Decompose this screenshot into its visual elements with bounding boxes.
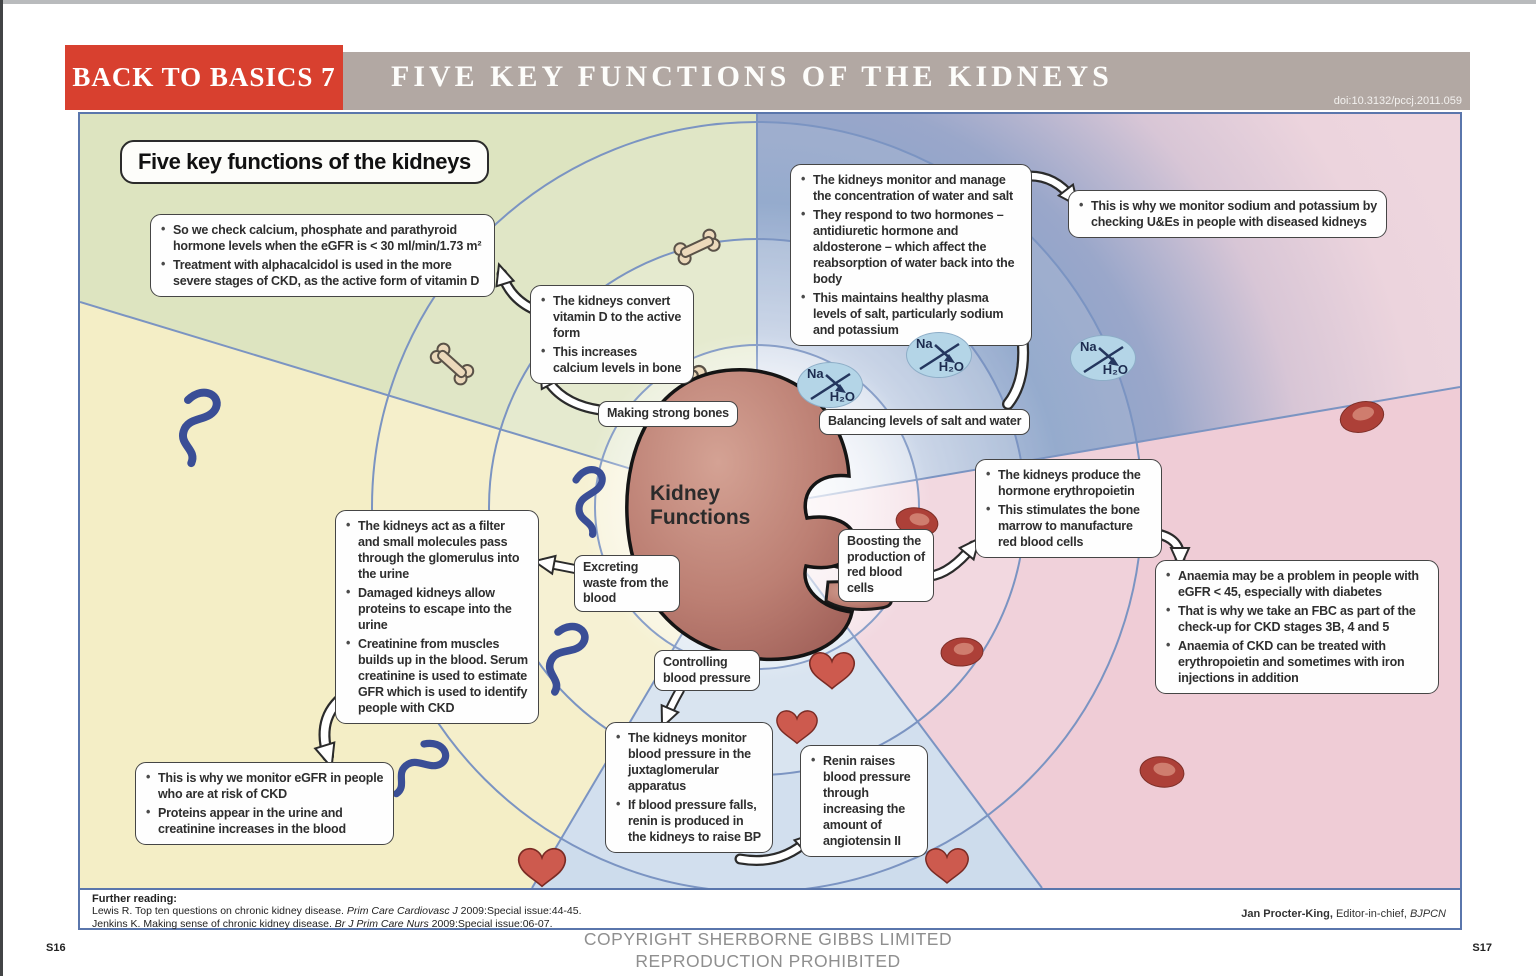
bullet: The kidneys monitor blood pressure in th… <box>613 729 763 794</box>
bullet: Treatment with alphacalcidol is used in … <box>158 256 485 289</box>
reference-text: Lewis R. Top ten questions on chronic ki… <box>92 905 347 917</box>
h2o-label: H₂O <box>1102 362 1128 377</box>
center-label-line2: Functions <box>650 506 751 530</box>
editor-journal: BJPCN <box>1409 908 1446 920</box>
sodium-water-icon: Na H₂O <box>906 332 972 378</box>
bullet: They respond to two hormones – antidiure… <box>798 206 1022 287</box>
journal-name: Prim Care Cardiovasc J <box>346 905 458 917</box>
bullet: So we check calcium, phosphate and parat… <box>158 221 485 254</box>
bullet: The kidneys act as a filter and small mo… <box>343 517 529 582</box>
label-making-strong-bones: Making strong bones <box>598 401 738 427</box>
crossed-arrows-icon <box>919 342 960 371</box>
na-label: Na <box>807 366 824 381</box>
ues-box: This is why we monitor sodium and potass… <box>1068 190 1387 238</box>
bullet: The kidneys produce the hormone erythrop… <box>983 466 1152 499</box>
center-label-line1: Kidney <box>650 482 721 505</box>
copyright-watermark: COPYRIGHT SHERBORNE GIBBS LIMITED REPROD… <box>0 929 1536 973</box>
sodium-water-icon: Na H₂O <box>1070 335 1136 381</box>
bullet: Proteins appear in the urine and creatin… <box>143 804 384 837</box>
reference-text: Jenkins K. Making sense of chronic kidne… <box>92 918 335 931</box>
reference-line: Lewis R. Top ten questions on chronic ki… <box>92 905 1460 918</box>
poster-title: Five key functions of the kidneys <box>120 140 489 184</box>
na-label: Na <box>916 336 933 351</box>
na-label: Na <box>1080 339 1097 354</box>
bullet: Creatinine from muscles builds up in the… <box>343 635 529 716</box>
bullet: Renin raises blood pressure through incr… <box>808 752 918 849</box>
title-bar: FIVE KEY FUNCTIONS OF THE KIDNEYS doi:10… <box>343 52 1470 110</box>
erythropoietin-box: The kidneys produce the hormone erythrop… <box>975 459 1162 558</box>
bullet: The kidneys monitor and manage the conce… <box>798 171 1022 204</box>
poster: Five key functions of the kidneys Kidney… <box>78 112 1462 930</box>
page-title: FIVE KEY FUNCTIONS OF THE KIDNEYS <box>391 60 1113 93</box>
h2o-label: H₂O <box>829 389 855 404</box>
bullet: Anaemia may be a problem in people with … <box>1163 567 1429 600</box>
anaemia-box: Anaemia may be a problem in people with … <box>1155 560 1439 694</box>
reference-tail: 2009:Special issue:06-07. <box>428 918 553 931</box>
further-reading-section: Further reading: Lewis R. Top ten questi… <box>80 888 1460 931</box>
bullet: The kidneys convert vitamin D to the act… <box>538 292 684 341</box>
editor-credit: Jan Procter-King, Editor-in-chief, BJPCN <box>1241 908 1446 920</box>
kidney-diagram: Five key functions of the kidneys Kidney… <box>80 114 1460 888</box>
bullet: Damaged kidneys allow proteins to escape… <box>343 584 529 633</box>
journal-name: Br J Prim Care Nurs <box>334 918 429 931</box>
crossed-arrows-icon <box>1083 345 1124 374</box>
label-boosting-red-blood-cells: Boosting the production of red blood cel… <box>838 529 934 602</box>
top-edge-line <box>0 0 1536 4</box>
bullet: This is why we monitor eGFR in people wh… <box>143 769 384 802</box>
page-number-right: S17 <box>1472 942 1492 954</box>
bullet: That is why we take an FBC as part of th… <box>1163 602 1429 635</box>
egfr-box: This is why we monitor eGFR in people wh… <box>135 762 394 845</box>
heart-icons <box>517 651 969 888</box>
kicker-badge: BACK TO BASICS 7 <box>65 45 343 110</box>
bullet: This increases calcium levels in bone <box>538 343 684 376</box>
copyright-line2: REPRODUCTION PROHIBITED <box>635 950 901 971</box>
page-number-left: S16 <box>46 942 66 954</box>
doi-label: doi:10.3132/pccj.2011.059 <box>1333 95 1462 107</box>
calcium-box: So we check calcium, phosphate and parat… <box>150 214 495 297</box>
editor-role: Editor-in-chief, <box>1332 908 1410 920</box>
bullet: This is why we monitor sodium and potass… <box>1076 197 1377 230</box>
vitamin-d-box: The kidneys convert vitamin D to the act… <box>530 285 694 384</box>
poster-title-text: Five key functions of the kidneys <box>138 149 471 174</box>
bullet: If blood pressure falls, renin is produc… <box>613 796 763 845</box>
further-reading-title: Further reading: <box>92 893 177 905</box>
filter-box: The kidneys act as a filter and small mo… <box>335 510 539 724</box>
bullet: Anaemia of CKD can be treated with eryth… <box>1163 637 1429 686</box>
reference-tail: 2009:Special issue:44-45. <box>457 905 582 917</box>
kidney-center-label: Kidney Functions <box>650 482 750 530</box>
crossed-arrows-icon <box>810 372 851 401</box>
bullet: This maintains healthy plasma levels of … <box>798 289 1022 338</box>
water-salt-box: The kidneys monitor and manage the conce… <box>790 164 1032 346</box>
copyright-line1: COPYRIGHT SHERBORNE GIBBS LIMITED <box>583 929 953 949</box>
bp-monitor-box: The kidneys monitor blood pressure in th… <box>605 722 773 853</box>
sodium-water-icon: Na H₂O <box>797 362 863 408</box>
page-edge-strip <box>0 0 3 976</box>
editor-name: Jan Procter-King, <box>1241 908 1333 920</box>
nephron-icons <box>179 388 606 798</box>
sector-blood <box>757 387 1460 888</box>
label-controlling-bp: Controlling blood pressure <box>654 650 760 692</box>
h2o-label: H₂O <box>938 359 964 374</box>
label-excreting-waste: Excreting waste from the blood <box>574 555 680 612</box>
bullet: This stimulates the bone marrow to manuf… <box>983 501 1152 550</box>
renin-box: Renin raises blood pressure through incr… <box>800 745 928 857</box>
label-balancing-salt-water: Balancing levels of salt and water <box>819 409 1031 435</box>
reference-line: Jenkins K. Making sense of chronic kidne… <box>92 918 1460 931</box>
